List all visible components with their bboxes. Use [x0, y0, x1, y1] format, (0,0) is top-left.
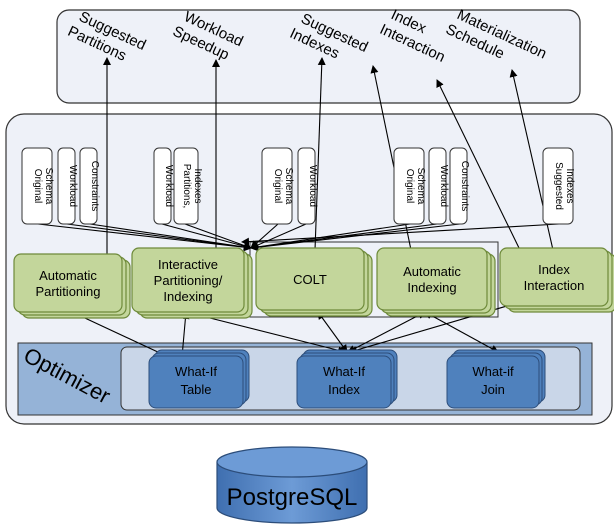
- arrow: [424, 311, 499, 353]
- whatif-label-line: Table: [180, 382, 211, 397]
- module-label-line: Indexing: [163, 289, 212, 304]
- input-label: Constraints: [459, 161, 470, 212]
- module-colt: COLT: [255, 247, 373, 317]
- input-partitions-indexes: Partitions,Indexes: [173, 147, 203, 225]
- arrow: [161, 223, 252, 251]
- whatif-label-line: What-If: [175, 364, 217, 379]
- module-label-line: Interaction: [524, 278, 585, 293]
- arrow: [184, 223, 252, 250]
- module-label-line: Indexing: [407, 280, 456, 295]
- input-constraints: Constraints: [79, 147, 100, 225]
- whatif-label-line: What-if: [472, 364, 514, 379]
- input-label: Partitions,: [181, 164, 192, 208]
- input-label: Constraints: [89, 161, 100, 212]
- input-workload: Workload: [297, 147, 318, 225]
- whatif-label-line: Index: [328, 382, 360, 397]
- input-label: Schema: [43, 168, 54, 205]
- input-label: Schema: [415, 168, 426, 205]
- arrow: [250, 223, 411, 251]
- input-label: Workload: [163, 165, 174, 207]
- input-workload: Workload: [57, 147, 78, 225]
- arrow: [314, 57, 326, 251]
- module-label-line: Automatic: [403, 264, 461, 279]
- input-label: Original: [32, 169, 43, 203]
- input-label: Schema: [283, 168, 294, 205]
- output-panel: [56, 9, 581, 104]
- input-workload: Workload: [153, 147, 174, 225]
- module-label: COLT: [293, 272, 327, 287]
- input-label: Workload: [438, 165, 449, 207]
- input-label: Indexes: [192, 168, 203, 203]
- module-label-line: Automatic: [39, 268, 97, 283]
- module-label-line: Index: [538, 262, 570, 277]
- input-workload: Workload: [428, 147, 449, 225]
- whatif-label-line: What-If: [323, 364, 365, 379]
- input-label: Workload: [67, 165, 78, 207]
- module-label-line: Interactive: [158, 257, 218, 272]
- arrow: [37, 223, 252, 252]
- arrow: [241, 223, 560, 246]
- arrow: [317, 311, 348, 353]
- postgresql-database: PostgreSQL: [216, 446, 368, 524]
- arrow: [89, 223, 252, 251]
- whatif-label-line: Join: [481, 382, 505, 397]
- module-label-line: COLT: [293, 272, 327, 287]
- arrow: [250, 223, 307, 249]
- input-label: Original: [272, 169, 283, 203]
- input-constraints: Constraints: [449, 147, 470, 225]
- input-label: Original: [404, 169, 415, 203]
- arrow: [436, 79, 521, 251]
- module-label-line: Partitioning: [35, 284, 100, 299]
- input-label: Indexes: [564, 168, 575, 203]
- database-label: PostgreSQL: [227, 484, 358, 511]
- input-label: Suggested: [553, 162, 564, 210]
- arrow: [66, 223, 252, 252]
- input-label: Workload: [307, 165, 318, 207]
- module-label-line: Partitioning/: [154, 273, 223, 288]
